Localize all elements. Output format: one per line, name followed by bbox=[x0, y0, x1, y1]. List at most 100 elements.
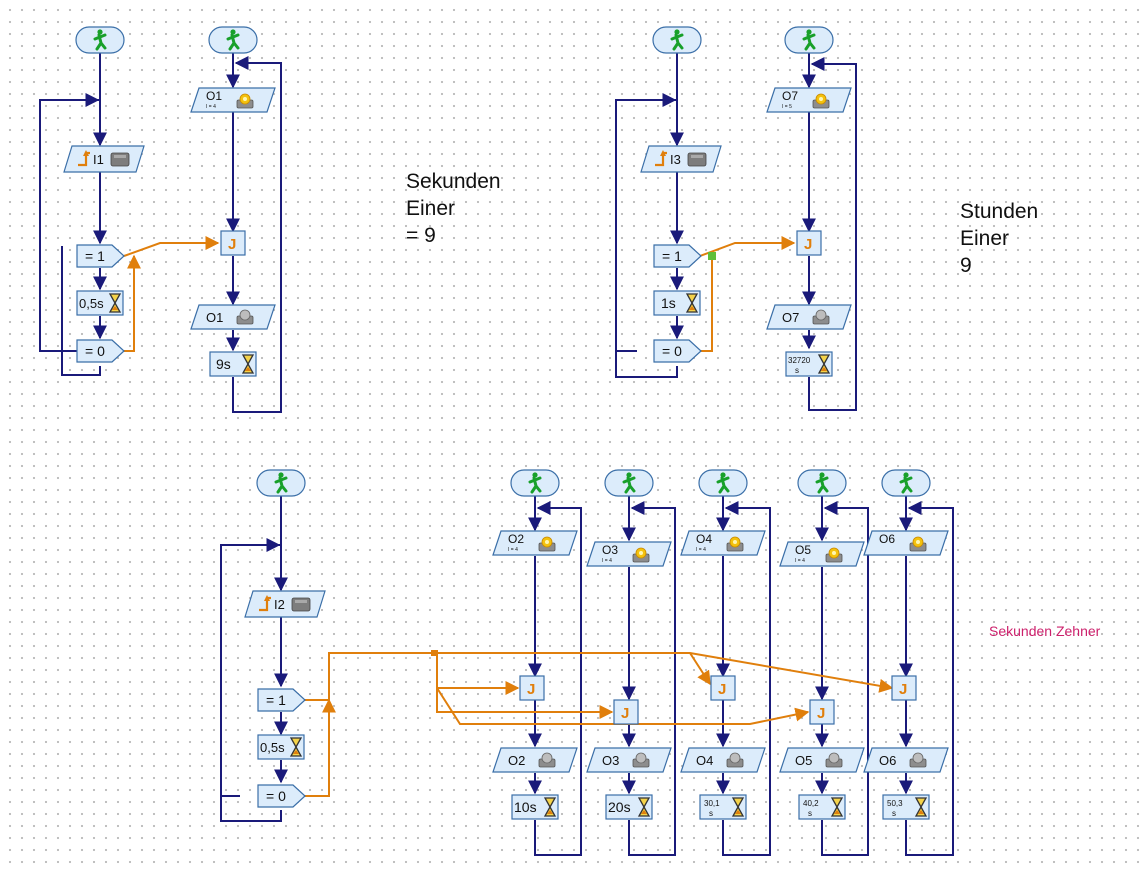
wait-label: 20s bbox=[608, 799, 631, 815]
svg-text:J: J bbox=[899, 681, 907, 698]
start-nodes bbox=[75, 26, 931, 497]
start-node[interactable] bbox=[256, 469, 306, 497]
wait-node[interactable]: 40,2s bbox=[798, 794, 846, 820]
wait-label: 30,1 bbox=[704, 799, 720, 808]
output-on-o6[interactable]: O6 bbox=[863, 530, 949, 556]
start-node[interactable] bbox=[208, 26, 258, 54]
svg-text:I = 4: I = 4 bbox=[206, 104, 216, 110]
wait-label: 0,5s bbox=[79, 296, 104, 311]
wait-unit: s bbox=[892, 809, 896, 818]
svg-text:O6: O6 bbox=[879, 532, 895, 546]
join-node[interactable]: J bbox=[613, 699, 639, 725]
join-node[interactable]: J bbox=[519, 675, 545, 701]
label-line: Sekunden bbox=[406, 170, 501, 193]
compare-eq0[interactable]: = 0 bbox=[653, 339, 702, 363]
start-node[interactable] bbox=[604, 469, 654, 497]
wait-node[interactable]: 30,1s bbox=[699, 794, 747, 820]
wait-node[interactable]: 20s bbox=[605, 794, 653, 820]
svg-text:O1: O1 bbox=[206, 89, 222, 103]
output-off-o4[interactable]: O4 bbox=[680, 747, 766, 773]
output-off-o1[interactable]: O1 bbox=[190, 304, 276, 330]
label-line: Stunden bbox=[960, 200, 1039, 223]
svg-text:J: J bbox=[621, 705, 629, 722]
input-node-i2[interactable]: I2 bbox=[244, 590, 326, 618]
start-node[interactable] bbox=[797, 469, 847, 497]
svg-text:J: J bbox=[718, 681, 726, 698]
output-off-o2[interactable]: O2 bbox=[492, 747, 578, 773]
input-label: I1 bbox=[93, 152, 104, 167]
svg-text:O1: O1 bbox=[206, 310, 223, 325]
label-sekunden-zehner: Sekunden Zehner bbox=[989, 623, 1101, 639]
svg-text:I = 5: I = 5 bbox=[782, 104, 792, 110]
join-node[interactable]: J bbox=[710, 675, 736, 701]
label-sekunden-einer: Sekunden Einer = 9 bbox=[406, 168, 501, 249]
output-off-nodes: O1 O7 O2 O3 O4 O5 O6 bbox=[190, 304, 949, 773]
join-node[interactable]: J bbox=[891, 675, 917, 701]
label-stunden-einer: Stunden Einer 9 bbox=[960, 198, 1038, 279]
svg-text:I = 4: I = 4 bbox=[696, 547, 706, 553]
label-line: Einer bbox=[960, 227, 1010, 250]
output-on-o5[interactable]: O5I = 4 bbox=[779, 541, 865, 567]
wait-node[interactable]: 50,3s bbox=[882, 794, 930, 820]
wait-unit: s bbox=[795, 366, 799, 375]
compare-label: = 1 bbox=[85, 248, 105, 264]
wait-node[interactable]: 10s bbox=[511, 794, 559, 820]
wait-node[interactable]: 9s bbox=[209, 351, 257, 377]
start-node[interactable] bbox=[698, 469, 748, 497]
join-node[interactable]: J bbox=[809, 699, 835, 725]
svg-text:I = 4: I = 4 bbox=[508, 547, 518, 553]
wait-label: 10s bbox=[514, 799, 537, 815]
join-nodes: J J J J J J J bbox=[220, 230, 917, 725]
svg-text:J: J bbox=[804, 236, 812, 253]
wait-node[interactable]: 0,5s bbox=[76, 290, 124, 316]
output-on-o4[interactable]: O4I = 4 bbox=[680, 530, 766, 556]
start-node[interactable] bbox=[510, 469, 560, 497]
wait-label: 50,3 bbox=[887, 799, 903, 808]
wait-node[interactable]: 0,5s bbox=[257, 734, 305, 760]
compare-label: = 1 bbox=[662, 248, 682, 264]
output-off-o6[interactable]: O6 bbox=[863, 747, 949, 773]
compare-eq1[interactable]: = 1 bbox=[653, 244, 702, 268]
svg-text:J: J bbox=[228, 236, 236, 253]
wait-label: 9s bbox=[216, 356, 231, 372]
input-nodes: I1 I3 I2 bbox=[63, 145, 722, 618]
label-line: = 9 bbox=[406, 224, 436, 247]
input-node-i1[interactable]: I1 bbox=[63, 145, 145, 173]
svg-text:O5: O5 bbox=[795, 543, 811, 557]
join-node[interactable]: J bbox=[796, 230, 822, 256]
output-on-o2[interactable]: O2I = 4 bbox=[492, 530, 578, 556]
compare-label: = 0 bbox=[662, 343, 682, 359]
label-line: Einer bbox=[406, 197, 456, 220]
compare-eq1[interactable]: = 1 bbox=[257, 688, 306, 712]
start-node[interactable] bbox=[881, 469, 931, 497]
wait-label: 32720 bbox=[788, 356, 811, 365]
output-on-o3[interactable]: O3I = 4 bbox=[586, 541, 672, 567]
compare-eq0[interactable]: = 0 bbox=[257, 784, 306, 808]
svg-text:O7: O7 bbox=[782, 310, 799, 325]
compare-eq0[interactable]: = 0 bbox=[76, 339, 125, 363]
compare-eq1[interactable]: = 1 bbox=[76, 244, 125, 268]
svg-text:O3: O3 bbox=[602, 753, 619, 768]
start-node[interactable] bbox=[652, 26, 702, 54]
start-node[interactable] bbox=[75, 26, 125, 54]
svg-text:O7: O7 bbox=[782, 89, 798, 103]
junction-marker bbox=[431, 650, 438, 656]
input-node-i3[interactable]: I3 bbox=[640, 145, 722, 173]
svg-text:O3: O3 bbox=[602, 543, 618, 557]
wait-unit: s bbox=[709, 809, 713, 818]
join-node[interactable]: J bbox=[220, 230, 246, 256]
signal-lines bbox=[123, 236, 894, 797]
wait-node[interactable]: 1s bbox=[653, 290, 701, 316]
output-on-o1[interactable]: O1I = 4 bbox=[190, 87, 276, 113]
output-off-o7[interactable]: O7 bbox=[766, 304, 852, 330]
compare-label: = 1 bbox=[266, 692, 286, 708]
output-off-o3[interactable]: O3 bbox=[586, 747, 672, 773]
wait-label: 1s bbox=[661, 295, 676, 311]
output-on-o7[interactable]: O7I = 5 bbox=[766, 87, 852, 113]
start-node[interactable] bbox=[784, 26, 834, 54]
junction-marker bbox=[708, 252, 716, 260]
compare-label: = 0 bbox=[85, 343, 105, 359]
output-off-o5[interactable]: O5 bbox=[779, 747, 865, 773]
